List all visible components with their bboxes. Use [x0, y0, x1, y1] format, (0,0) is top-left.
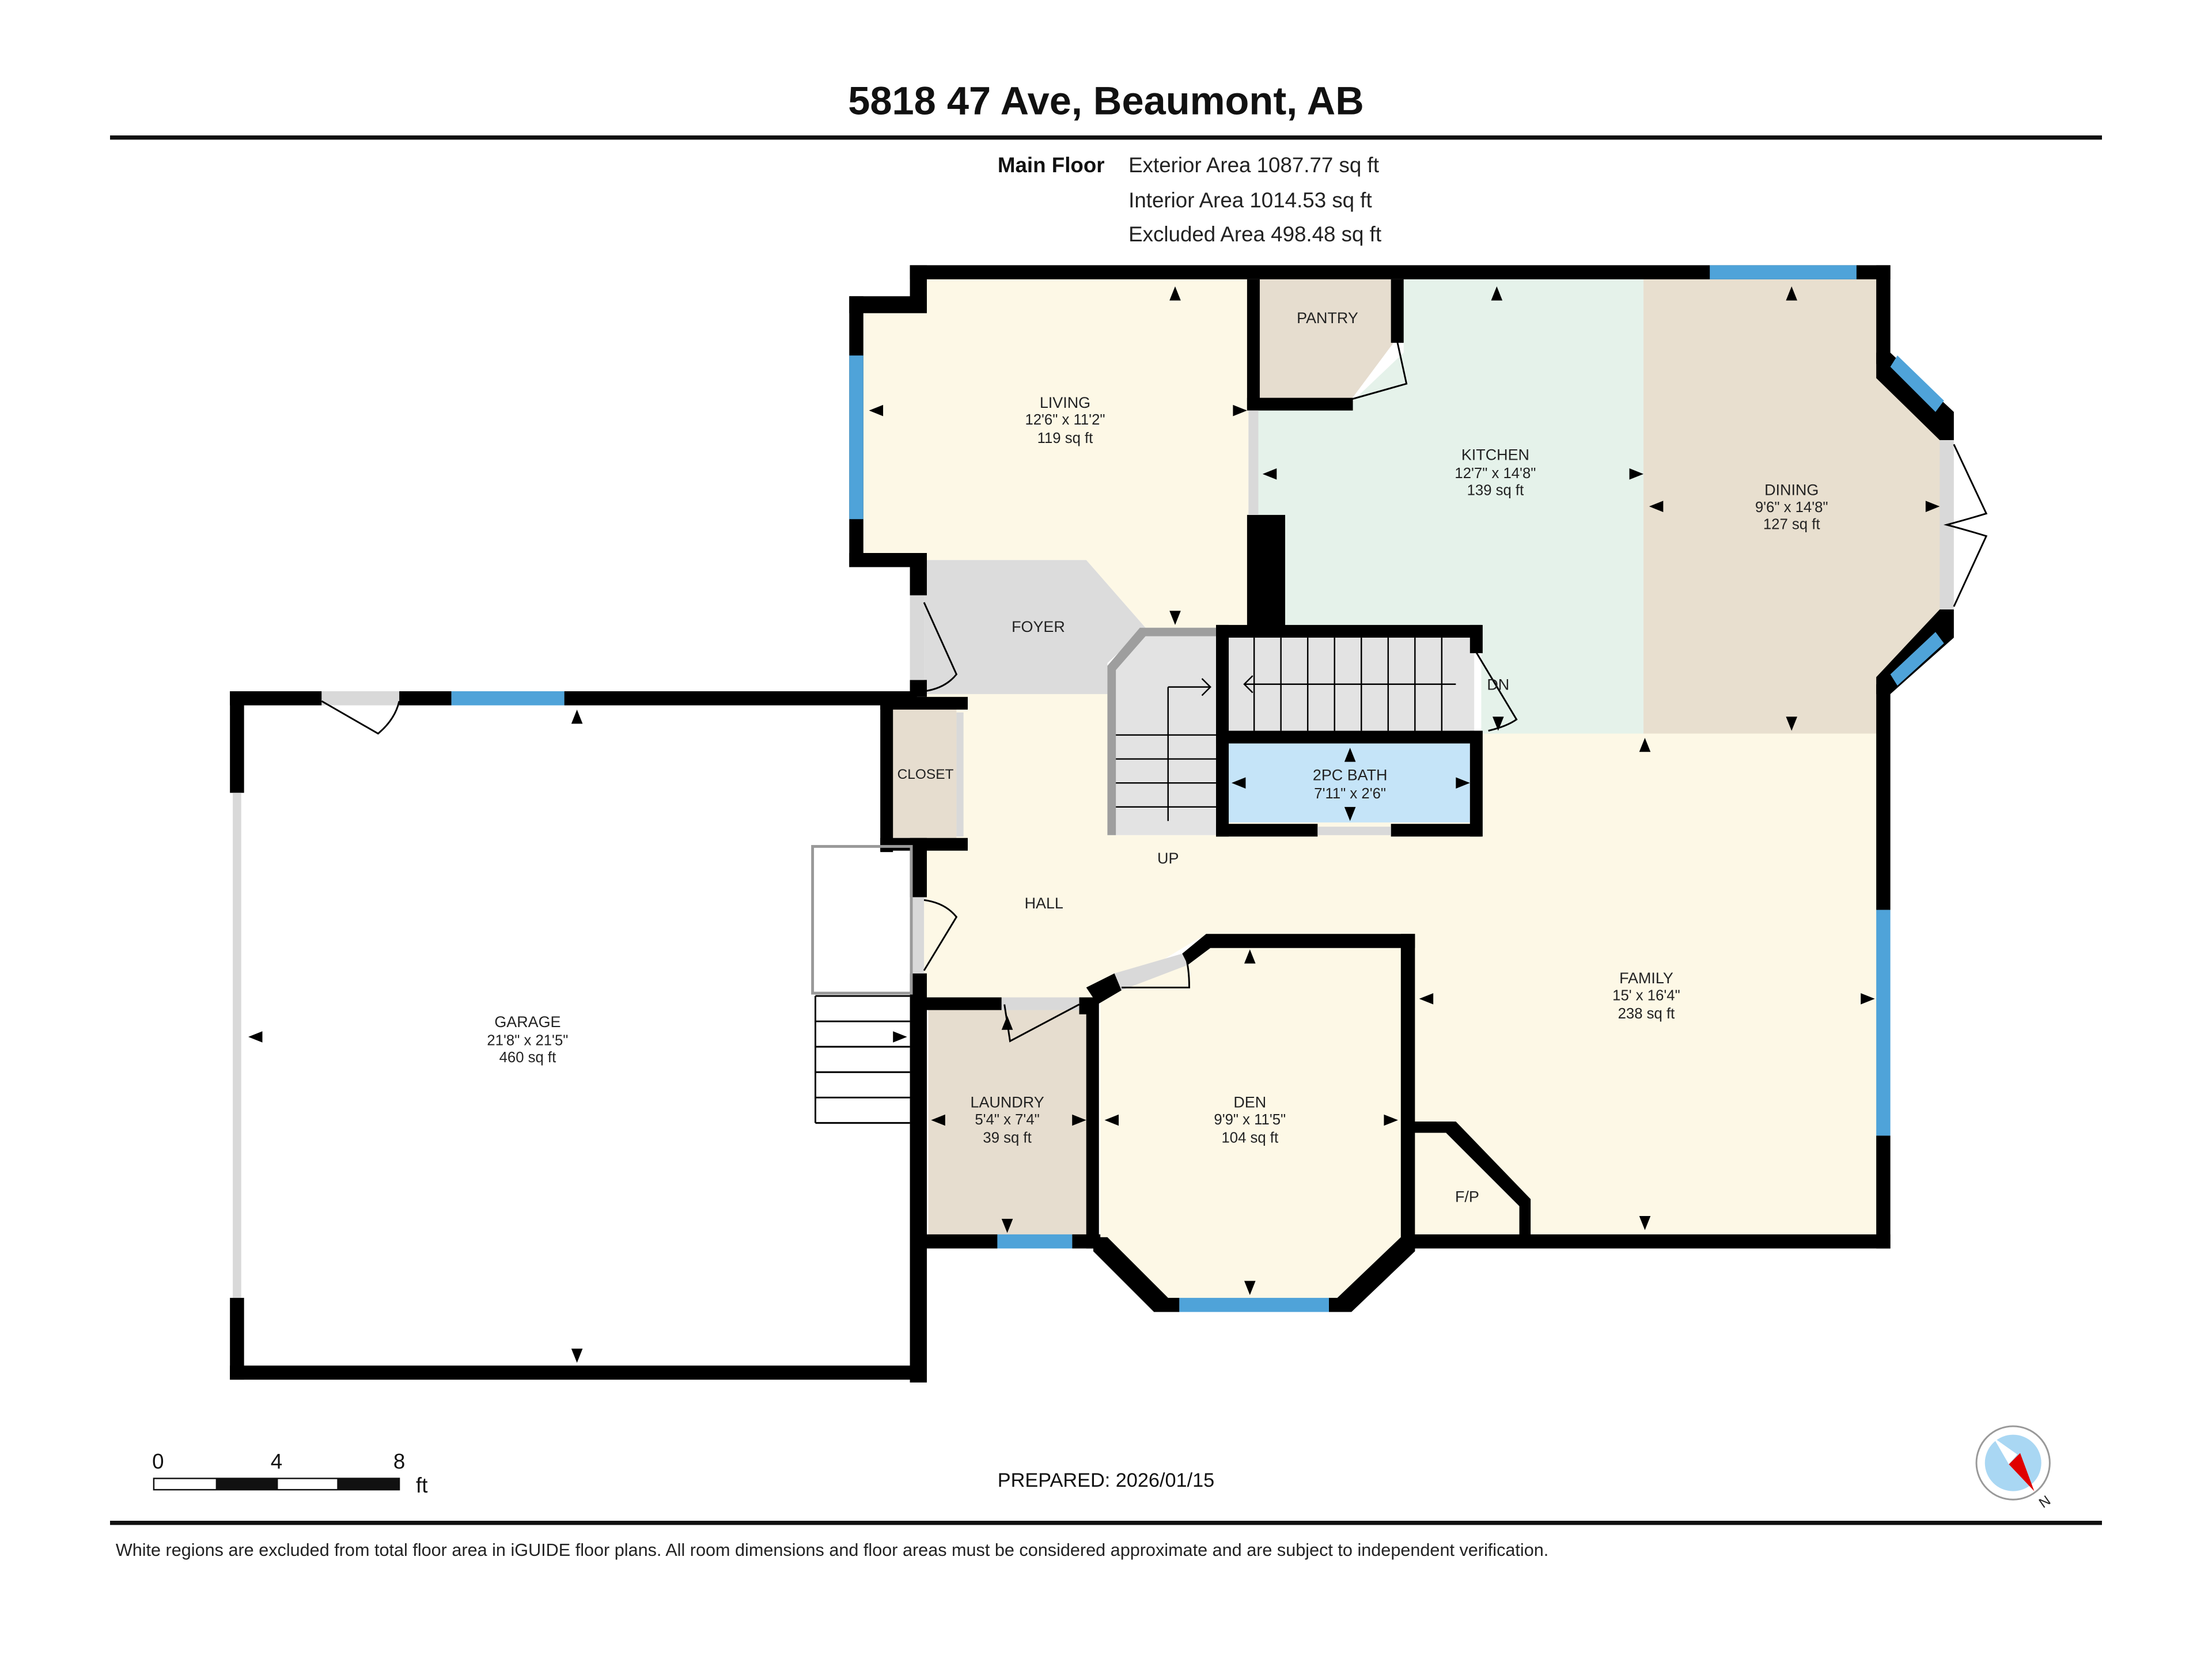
- kitchen-fill: [1255, 279, 1644, 734]
- windows: [451, 265, 1944, 1312]
- window-dining-upper-bay: [1890, 355, 1944, 412]
- svg-text:139 sq ft: 139 sq ft: [1467, 483, 1524, 499]
- dimension-markers: [248, 286, 1940, 1363]
- room-label-living: LIVING 12'6" x 11'2" 119 sq ft: [1025, 394, 1105, 446]
- svg-text:127 sq ft: 127 sq ft: [1763, 516, 1820, 532]
- dining-fill: [1643, 279, 1947, 734]
- room-label-bath: 2PC BATH 7'11" x 2'6": [1313, 766, 1388, 802]
- svg-text:N: N: [2036, 1493, 2054, 1511]
- svg-text:9'9" x 11'5": 9'9" x 11'5": [1214, 1112, 1286, 1128]
- svg-text:15' x 16'4": 15' x 16'4": [1612, 987, 1680, 1003]
- page-title: 5818 47 Ave, Beaumont, AB: [848, 78, 1363, 123]
- living-room-fill: [863, 279, 1249, 628]
- svg-text:LIVING: LIVING: [1040, 394, 1090, 411]
- room-label-hall: HALL: [1025, 895, 1063, 912]
- svg-text:5'4" x 7'4": 5'4" x 7'4": [975, 1112, 1039, 1128]
- svg-text:LAUNDRY: LAUNDRY: [970, 1093, 1044, 1111]
- svg-text:119 sq ft: 119 sq ft: [1037, 430, 1093, 446]
- room-label-laundry: LAUNDRY 5'4" x 7'4" 39 sq ft: [970, 1093, 1044, 1146]
- svg-text:8: 8: [393, 1449, 405, 1473]
- den-fill: [1100, 945, 1404, 1305]
- closet-fill: [891, 708, 957, 838]
- room-label-dining: DINING 9'6" x 14'8" 127 sq ft: [1755, 482, 1828, 533]
- svg-text:FAMILY: FAMILY: [1619, 969, 1673, 987]
- room-label-den: DEN 9'9" x 11'5" 104 sq ft: [1214, 1093, 1286, 1146]
- pantry-fill: [1259, 279, 1397, 400]
- room-label-fireplace: F/P: [1455, 1188, 1479, 1206]
- window-garage-top: [451, 691, 565, 706]
- footer-divider: [110, 1521, 2102, 1525]
- room-label-pantry: PANTRY: [1297, 309, 1358, 327]
- window-den-bottom: [1179, 1298, 1329, 1312]
- doors: [233, 338, 1988, 1298]
- room-label-garage: GARAGE 21'8" x 21'5" 460 sq ft: [487, 1013, 568, 1066]
- window-dining-lower-bay: [1890, 632, 1944, 686]
- stairs-down-label: DN: [1487, 676, 1509, 694]
- footer-disclaimer: White regions are excluded from total fl…: [116, 1540, 1548, 1560]
- svg-text:12'6" x 11'2": 12'6" x 11'2": [1025, 412, 1105, 428]
- svg-text:DEN: DEN: [1233, 1093, 1266, 1111]
- floor-label: Main Floor: [998, 153, 1105, 177]
- family-room-fill: [924, 691, 1884, 1242]
- svg-text:238 sq ft: 238 sq ft: [1618, 1006, 1675, 1022]
- svg-text:12'7" x 14'8": 12'7" x 14'8": [1455, 465, 1536, 482]
- laundry-fill: [928, 1010, 1091, 1236]
- svg-text:KITCHEN: KITCHEN: [1461, 446, 1529, 463]
- window-dining-top: [1710, 265, 1857, 279]
- svg-text:7'11" x 2'6": 7'11" x 2'6": [1314, 786, 1386, 802]
- svg-text:0: 0: [152, 1449, 164, 1473]
- stairs-up-label: UP: [1157, 850, 1179, 867]
- window-family-right: [1876, 910, 1891, 1136]
- svg-text:GARAGE: GARAGE: [494, 1013, 560, 1031]
- svg-text:39 sq ft: 39 sq ft: [983, 1130, 1031, 1146]
- room-label-kitchen: KITCHEN 12'7" x 14'8" 139 sq ft: [1455, 446, 1536, 498]
- window-living-left: [849, 355, 863, 520]
- svg-text:DINING: DINING: [1764, 482, 1819, 499]
- svg-text:21'8" x 21'5": 21'8" x 21'5": [487, 1033, 568, 1049]
- exterior-area: Exterior Area 1087.77 sq ft: [1128, 153, 1379, 177]
- interior-area: Interior Area 1014.53 sq ft: [1128, 188, 1372, 212]
- svg-text:104 sq ft: 104 sq ft: [1221, 1130, 1278, 1146]
- scale-bar: 0 4 8 ft: [152, 1449, 427, 1497]
- foyer-fill: [924, 560, 1146, 694]
- excluded-area: Excluded Area 498.48 sq ft: [1128, 222, 1381, 246]
- svg-text:460 sq ft: 460 sq ft: [499, 1050, 556, 1066]
- stairs: [815, 627, 1456, 1124]
- room-label-family: FAMILY 15' x 16'4" 238 sq ft: [1612, 969, 1680, 1022]
- svg-text:ft: ft: [416, 1474, 427, 1497]
- window-laundry: [997, 1234, 1073, 1249]
- compass-north-icon: N: [1975, 1425, 2054, 1512]
- header-divider: [110, 135, 2102, 140]
- prepared-date: PREPARED: 2026/01/15: [998, 1469, 1215, 1491]
- svg-text:2PC BATH: 2PC BATH: [1313, 766, 1388, 783]
- room-label-closet: CLOSET: [897, 767, 954, 782]
- svg-text:4: 4: [271, 1449, 282, 1473]
- svg-text:9'6" x 14'8": 9'6" x 14'8": [1755, 499, 1828, 516]
- room-label-foyer: FOYER: [1012, 618, 1065, 635]
